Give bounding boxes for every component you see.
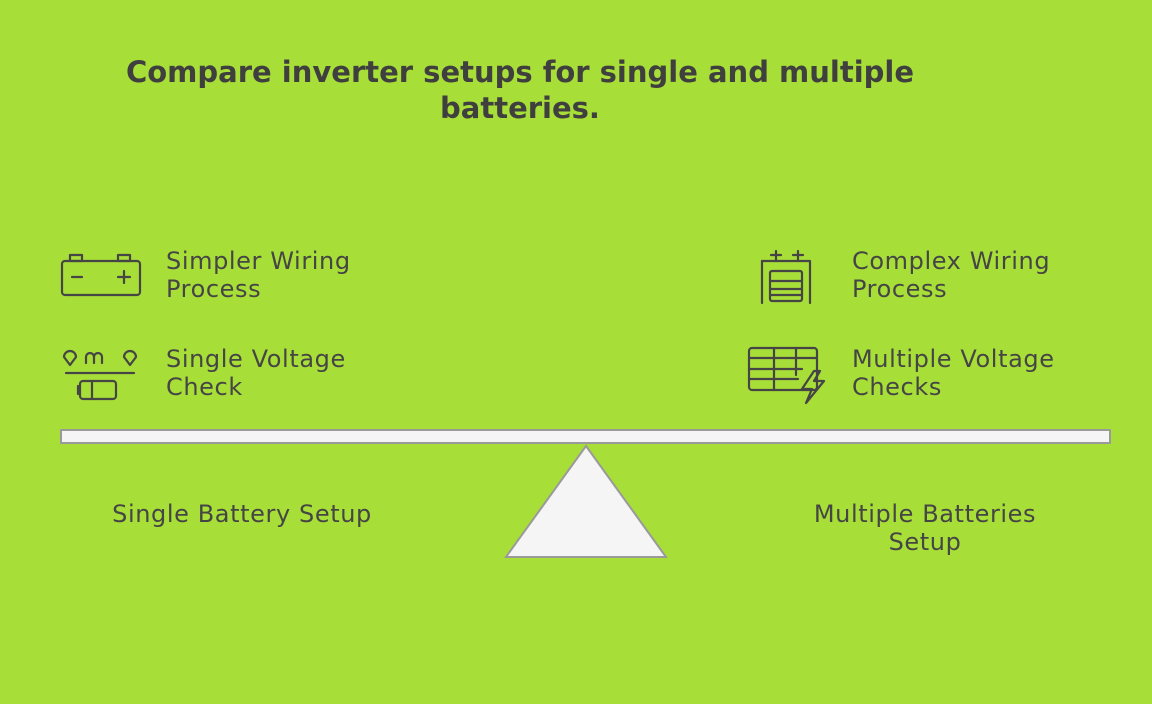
stacked-battery-icon <box>746 247 830 307</box>
fulcrum-triangle <box>504 444 668 558</box>
voltage-meter-battery-icon <box>58 345 142 405</box>
car-battery-icon <box>58 247 142 307</box>
diagram-title: Compare inverter setups for single and m… <box>125 55 915 125</box>
seesaw-beam <box>60 429 1111 444</box>
left-side-label: Single Battery Setup <box>112 500 372 528</box>
grid-lightning-icon <box>746 345 830 405</box>
